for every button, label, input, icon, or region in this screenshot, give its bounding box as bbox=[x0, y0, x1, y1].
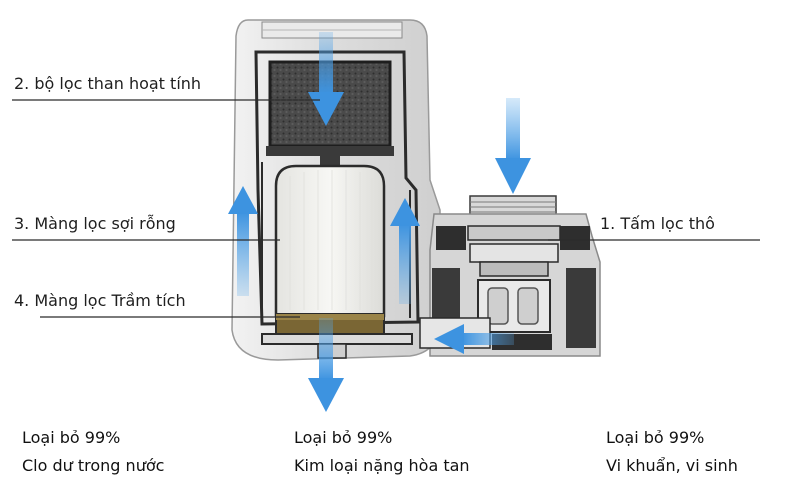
inlet-assembly bbox=[419, 195, 601, 357]
caption-heavy-metals-line2: Kim loại nặng hòa tan bbox=[294, 456, 470, 475]
hollow-fiber-membrane bbox=[274, 164, 386, 318]
caption-chlorine-line2: Clo dư trong nước bbox=[22, 456, 165, 475]
arrow-down-outlet bbox=[308, 318, 344, 412]
label-sediment: 4. Màng lọc Trầm tích bbox=[14, 291, 186, 310]
caption-bacteria: Loại bỏ 99% Vi khuẩn, vi sinh bbox=[606, 424, 738, 480]
arrow-down-inlet bbox=[495, 98, 531, 194]
caption-bacteria-line1: Loại bỏ 99% bbox=[606, 428, 705, 447]
caption-heavy-metals-line1: Loại bỏ 99% bbox=[294, 428, 393, 447]
arrow-up-right bbox=[390, 198, 420, 304]
label-hollow-fiber: 3. Màng lọc sợi rỗng bbox=[14, 214, 176, 233]
leader-lines bbox=[12, 99, 760, 318]
caption-bacteria-line2: Vi khuẩn, vi sinh bbox=[606, 456, 738, 475]
arrow-up-left bbox=[228, 186, 258, 296]
label-activated-carbon: 2. bộ lọc than hoạt tính bbox=[14, 74, 202, 93]
arrow-left-channel bbox=[434, 324, 514, 354]
label-coarse-filter: 1. Tấm lọc thô bbox=[600, 214, 715, 233]
caption-heavy-metals: Loại bỏ 99% Kim loại nặng hòa tan bbox=[294, 424, 470, 480]
caption-chlorine: Loại bỏ 99% Clo dư trong nước bbox=[22, 424, 164, 480]
caption-chlorine-line1: Loại bỏ 99% bbox=[22, 428, 121, 447]
flow-arrows bbox=[228, 32, 531, 412]
